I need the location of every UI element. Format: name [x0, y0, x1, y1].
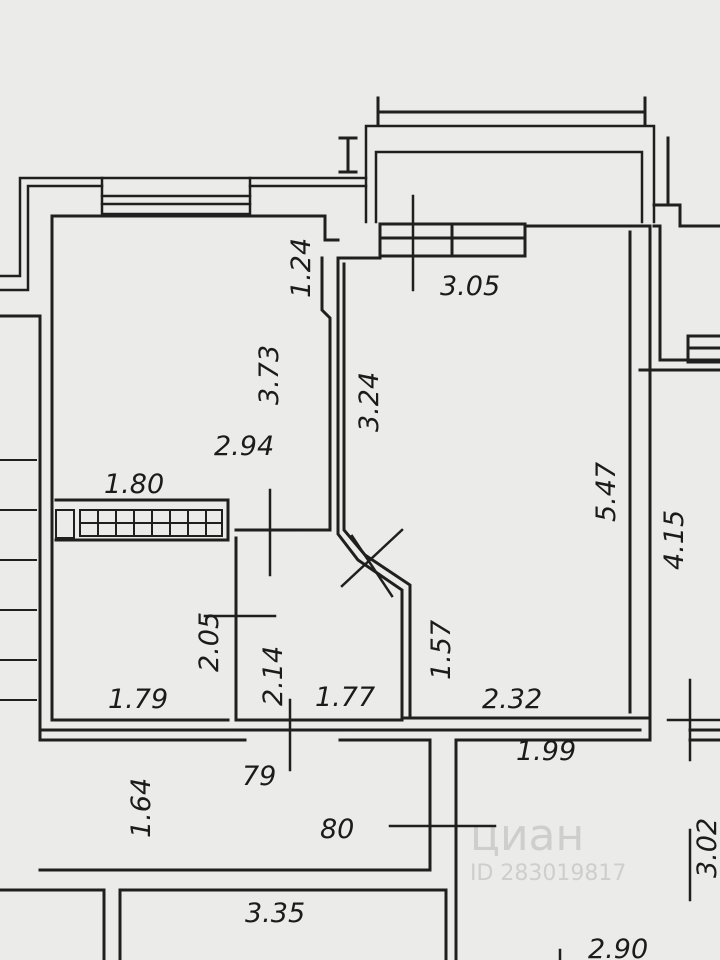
dim-door-80: 80: [320, 814, 354, 845]
dim-lower-width: 1.99: [516, 736, 576, 767]
dim-bottom-room-width: 3.35: [245, 898, 305, 929]
dim-balcony-width: 3.05: [440, 271, 500, 302]
balcony-dimension-line: [338, 96, 670, 207]
dim-right-room-height: 5.47: [591, 462, 622, 522]
dim-left-room-top: 1.24: [286, 238, 317, 298]
dim-door-79: 79: [242, 761, 276, 792]
lower-area-walls: [0, 716, 720, 960]
left-stairs: [0, 459, 37, 701]
dim-toilet-height: 2.14: [258, 646, 289, 706]
dim-toilet-width: 1.77: [315, 682, 375, 713]
dim-left-room-height: 3.73: [254, 345, 285, 405]
dimension-ticks: [203, 194, 720, 960]
dim-bath-height: 2.05: [194, 612, 225, 672]
dim-right-edge-height: 3.02: [692, 818, 720, 878]
watermark-group: циан ID 283019817: [470, 810, 626, 886]
dim-kitchen-width: 2.32: [482, 684, 542, 715]
dim-hall-height: 1.64: [126, 778, 157, 838]
dim-bath-width: 1.79: [108, 684, 168, 715]
dim-right-side-height: 4.15: [659, 510, 690, 570]
watermark-id: ID 283019817: [470, 861, 626, 886]
dimension-labels: 3.05 1.24 3.73 2.94 3.24 5.47 4.15 1.80 …: [104, 238, 720, 960]
dim-left-room-width: 2.94: [214, 431, 274, 462]
dim-bottom-right-width: 2.90: [588, 934, 648, 960]
balcony-outline: [364, 124, 656, 224]
dim-corridor-depth: 1.57: [426, 620, 457, 680]
left-exterior-wall: [0, 176, 368, 292]
storage-unit: [55, 509, 223, 539]
watermark-brand: циан: [470, 810, 584, 861]
right-room-walls: [336, 203, 720, 720]
door-x-mark: [340, 528, 404, 598]
dim-right-room-upper: 3.24: [354, 372, 385, 432]
dim-storage-width: 1.80: [104, 469, 164, 500]
